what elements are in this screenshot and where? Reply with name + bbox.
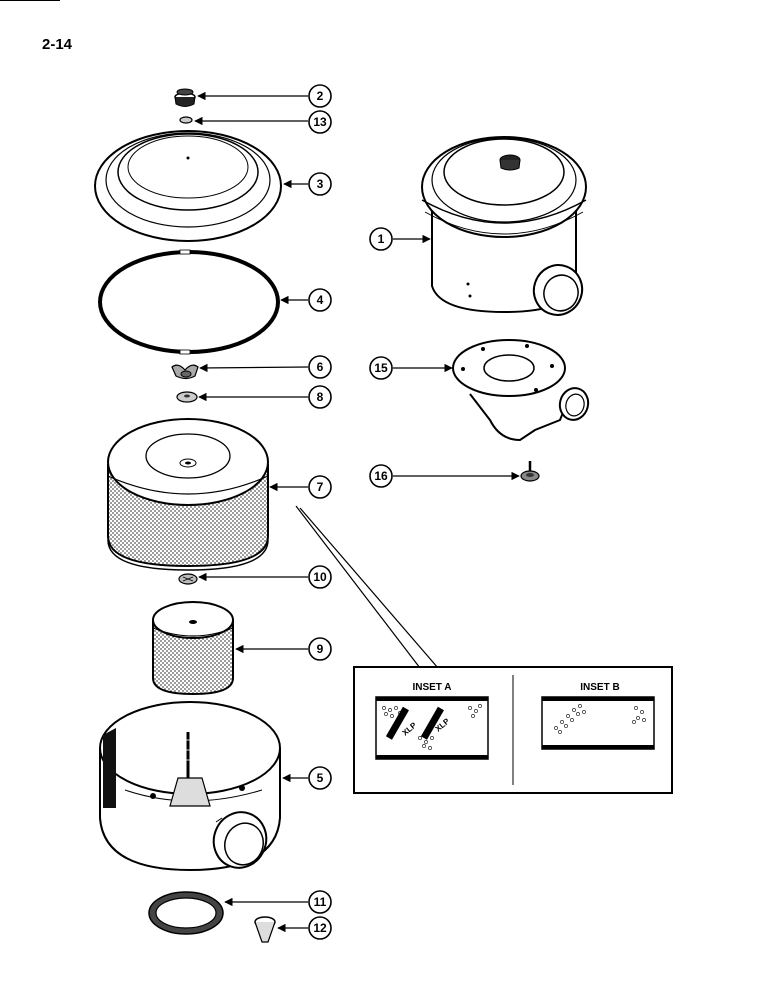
svg-text:4: 4 (317, 293, 324, 307)
leader-6 (199, 363, 309, 373)
adapter-part (452, 339, 590, 442)
svg-text:12: 12 (313, 921, 327, 935)
callout-1: 1 (369, 227, 393, 251)
callout-11: 11 (308, 890, 332, 914)
cover-part (94, 130, 282, 242)
inset-a-title: INSET A (412, 682, 451, 693)
callout-10: 10 (308, 565, 332, 589)
callout-13: 13 (308, 110, 332, 134)
svg-text:2: 2 (317, 89, 324, 103)
svg-text:10: 10 (313, 570, 327, 584)
washer-part (176, 391, 198, 403)
inner-filter-part (152, 601, 234, 696)
gasket-ring-part (98, 249, 280, 355)
small-washer-part (179, 116, 193, 124)
inset-pointer (295, 505, 439, 669)
housing-bowl-part (99, 701, 281, 872)
svg-text:11: 11 (314, 895, 327, 909)
valve-cap-part (254, 916, 276, 943)
callouts: 2 13 3 4 6 8 7 10 9 5 11 12 1 15 16 (308, 84, 393, 940)
callout-7: 7 (308, 475, 332, 499)
leader-lines (194, 91, 520, 933)
svg-text:7: 7 (317, 480, 324, 494)
svg-text:13: 13 (313, 115, 327, 129)
callout-2: 2 (308, 84, 332, 108)
callout-5: 5 (308, 766, 332, 790)
svg-text:5: 5 (317, 771, 324, 785)
inset-b: INSET B (541, 682, 655, 750)
callout-4: 4 (308, 288, 332, 312)
wing-nut-part (171, 364, 199, 380)
svg-text:3: 3 (317, 177, 324, 191)
callout-15: 15 (369, 356, 393, 380)
svg-text:15: 15 (374, 361, 388, 375)
inset-b-title: INSET B (580, 682, 619, 693)
page-number: 2-14 (42, 36, 73, 53)
callout-9: 9 (308, 637, 332, 661)
callout-8: 8 (308, 385, 332, 409)
outlet-gasket-part (148, 891, 224, 935)
svg-text:1: 1 (378, 232, 385, 246)
dust-valve-part (520, 461, 540, 482)
knob-nut-part (174, 88, 196, 107)
top-rule (0, 0, 60, 1)
callout-16: 16 (369, 464, 393, 488)
callout-6: 6 (308, 355, 332, 379)
assembled-air-cleaner-part (421, 136, 587, 316)
filter-nut-part (178, 573, 198, 585)
callout-12: 12 (308, 916, 332, 940)
svg-text:9: 9 (317, 642, 324, 656)
svg-text:8: 8 (317, 390, 324, 404)
inset-box: INSET A XLP XLP INSET B (353, 666, 673, 794)
callout-3: 3 (308, 172, 332, 196)
inset-b-holes (554, 704, 646, 734)
inset-a: INSET A XLP XLP (375, 682, 489, 760)
svg-text:6: 6 (317, 360, 324, 374)
svg-text:16: 16 (374, 469, 388, 483)
outer-filter-part (107, 418, 269, 571)
inset-a-holes (382, 704, 482, 750)
